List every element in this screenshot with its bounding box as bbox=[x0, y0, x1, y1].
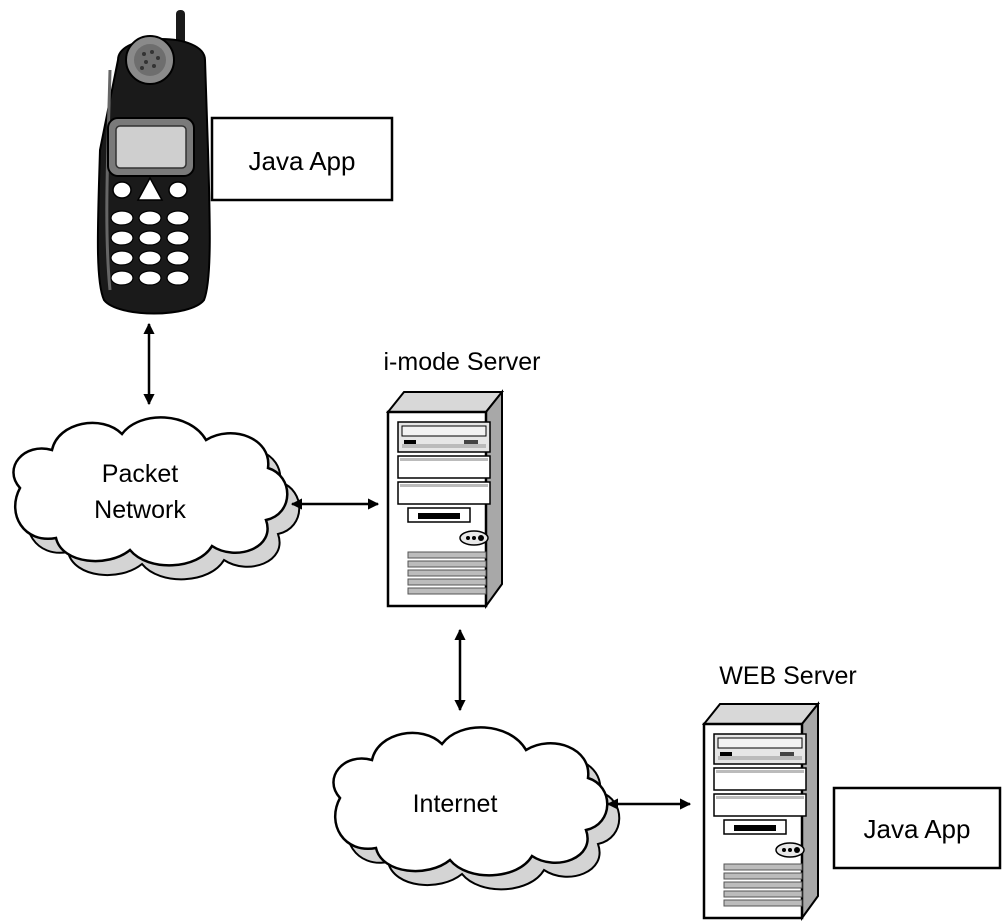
web-server-label: WEB Server bbox=[719, 662, 857, 690]
packet-network-label-line1: Packet bbox=[102, 460, 178, 488]
tower-server-icon bbox=[385, 389, 505, 610]
packet-network-label-line2: Network bbox=[94, 496, 186, 524]
packet-network-cloud: Packet Network bbox=[12, 416, 301, 581]
web-java-app-box: Java App bbox=[832, 786, 1002, 870]
internet-label: Internet bbox=[413, 790, 498, 818]
imode-server-label: i-mode Server bbox=[384, 348, 541, 376]
web-java-app-label: Java App bbox=[864, 814, 971, 844]
tower-server-icon bbox=[701, 701, 821, 922]
phone-java-app-label: Java App bbox=[249, 146, 356, 176]
mobile-phone-icon bbox=[96, 10, 211, 315]
internet-cloud: Internet bbox=[332, 726, 621, 891]
phone-java-app-box: Java App bbox=[210, 116, 394, 202]
